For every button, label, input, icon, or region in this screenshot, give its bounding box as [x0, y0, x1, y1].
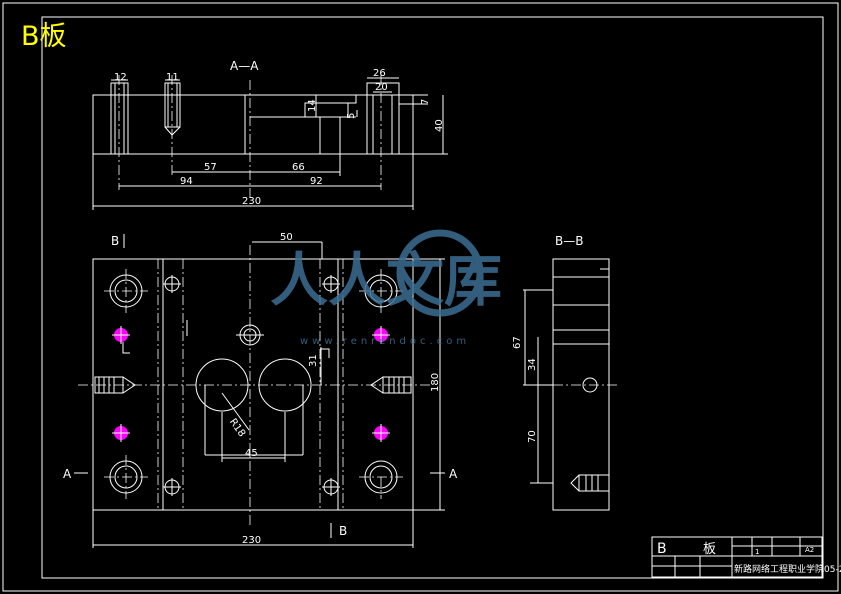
svg-text:26: 26 [373, 68, 386, 79]
section-aa-label: A—A [230, 59, 259, 73]
svg-text:20: 20 [375, 82, 388, 93]
svg-text:34: 34 [527, 358, 538, 371]
svg-text:5: 5 [346, 113, 357, 119]
svg-text:94: 94 [180, 176, 193, 187]
svg-text:66: 66 [292, 162, 305, 173]
watermark-url: www.renrendoc.com [300, 336, 470, 347]
title-block-sheet-size: A2 [805, 546, 814, 554]
bb-plate-outline [552, 258, 610, 511]
sheet-title: B板 [21, 21, 67, 52]
svg-text:40: 40 [434, 119, 445, 132]
svg-text:57: 57 [204, 162, 217, 173]
title-block-scale: 1 [755, 548, 759, 556]
watermark-text: 人人文库 [270, 246, 502, 314]
svg-text:31: 31 [308, 354, 319, 367]
side-screws [94, 376, 412, 394]
svg-text:70: 70 [527, 430, 538, 443]
plate-outline [92, 258, 414, 511]
svg-text:67: 67 [512, 336, 523, 349]
svg-text:230: 230 [242, 196, 261, 207]
svg-text:50: 50 [280, 232, 293, 243]
title-block-char-2: 板 [703, 542, 716, 557]
screw-holes [163, 275, 340, 496]
svg-text:92: 92 [310, 176, 323, 187]
watermark: 人人文库 www.renrendoc.com [270, 229, 502, 347]
svg-text:7: 7 [420, 99, 431, 105]
title-block: B 板 1 A2 新路网络工程职业学院05-2 [651, 536, 841, 578]
inner-border [41, 16, 824, 579]
section-b-marker-upper: B [111, 234, 119, 248]
svg-text:11: 11 [166, 72, 179, 83]
svg-text:180: 180 [430, 373, 441, 392]
magenta-hole-markers [112, 326, 390, 442]
section-bb-label: B—B [555, 234, 583, 248]
title-block-char-1: B [657, 541, 667, 557]
aa-plate-outline [92, 94, 414, 155]
guide-holes [104, 269, 403, 499]
svg-text:230: 230 [242, 535, 261, 546]
svg-text:45: 45 [245, 448, 258, 459]
svg-text:R18: R18 [227, 417, 247, 439]
section-aa: A—A 12 11 26 20 [92, 59, 448, 210]
section-b-marker-lower: B [339, 524, 347, 538]
svg-text:14: 14 [307, 99, 318, 112]
svg-text:12: 12 [114, 72, 127, 83]
section-a-marker-left: A [63, 467, 72, 481]
title-block-drawing-number: 新路网络工程职业学院05-2 [734, 563, 841, 575]
section-a-marker-right: A [449, 467, 458, 481]
section-bb: B—B 67 34 70 [512, 234, 620, 511]
